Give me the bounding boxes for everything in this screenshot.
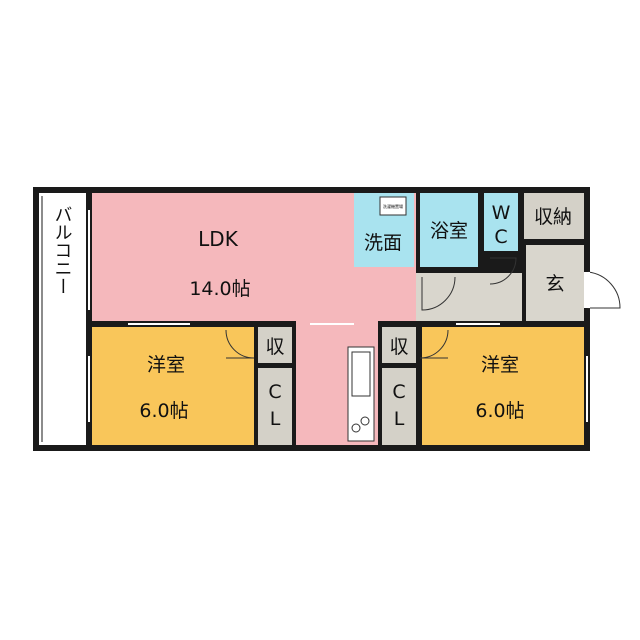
bath-label: 浴室 (430, 220, 468, 242)
kitchen-sink-icon (351, 351, 371, 397)
stove-burner-icon (351, 423, 361, 433)
western-left-name: 洋室 (147, 354, 185, 376)
room-bath (420, 193, 478, 267)
front-door-opening (584, 272, 590, 308)
cl-right-l: L (394, 408, 405, 430)
room-western-right (422, 327, 584, 445)
cl-left-c: C (268, 381, 281, 403)
closet-short-left-label: 収 (265, 336, 284, 358)
stove-burner-icon (360, 416, 370, 426)
cl-left-l: L (270, 408, 281, 430)
balcony-label: バルコニー (52, 205, 73, 295)
washer-space (379, 196, 407, 216)
entrance-label: 玄 (545, 273, 564, 295)
door-swing-icon (419, 329, 449, 359)
closet-short-right-label: 収 (389, 336, 408, 358)
room-wc (484, 193, 518, 251)
ldk-size: 14.0帖 (189, 278, 250, 300)
storage-label: 収納 (534, 206, 572, 228)
door-swing-icon (421, 276, 456, 311)
door-swing-icon (225, 329, 255, 359)
closet-cl-right (382, 368, 416, 445)
front-door-swing-icon (587, 271, 621, 309)
closet-short-left (258, 327, 292, 363)
wall-segment (378, 321, 382, 445)
hallway (416, 273, 522, 321)
wall-segment (292, 321, 296, 445)
cl-right-c: C (392, 381, 405, 403)
door-swing-icon (489, 257, 517, 285)
western-left-size: 6.0帖 (139, 400, 188, 422)
western-right-size: 6.0帖 (475, 400, 524, 422)
entrance (526, 245, 584, 321)
washroom-label: 洗面 (364, 232, 402, 254)
closet-cl-left (258, 368, 292, 445)
western-right-name: 洋室 (481, 354, 519, 376)
wc-c: C (494, 226, 507, 248)
wall-segment (86, 187, 96, 451)
balcony-area (39, 193, 86, 445)
wc-w: W (492, 202, 511, 224)
room-western-left (92, 327, 254, 445)
ldk-name: LDK (198, 227, 239, 251)
room-storage (524, 193, 584, 239)
washer-space-label: 洗濯機置場 (383, 203, 403, 209)
closet-short-right (382, 327, 416, 363)
